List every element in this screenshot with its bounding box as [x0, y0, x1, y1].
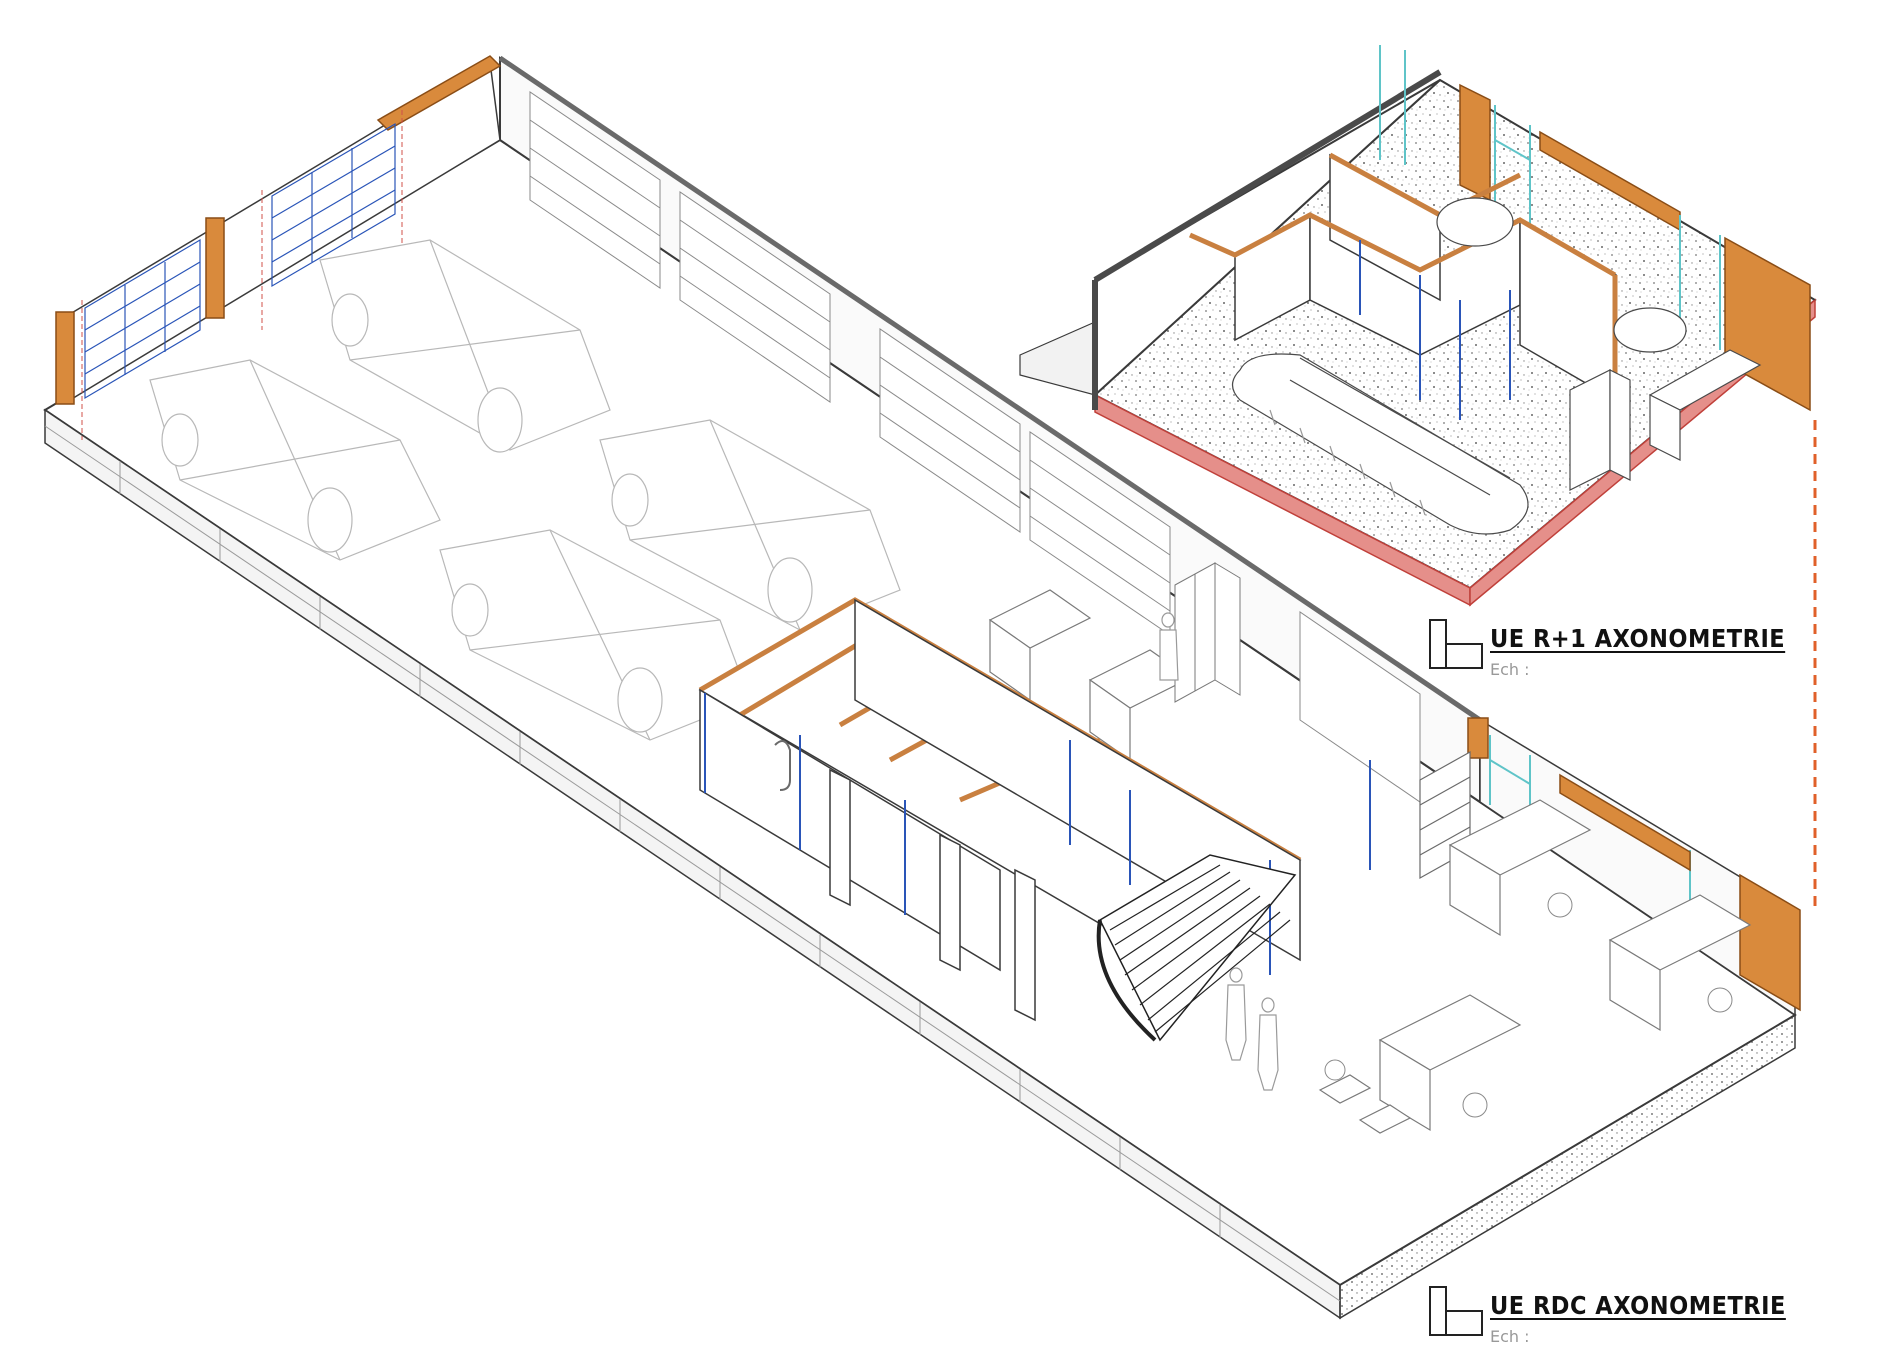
garage-door-right	[271, 122, 396, 288]
view-scale-label: Ech :	[1490, 660, 1530, 679]
rdc-slab-side-face	[1339, 1013, 1796, 1320]
vehicle-2	[319, 239, 611, 453]
garage-door-left	[84, 238, 201, 400]
view-scale-label: Ech :	[1490, 1327, 1530, 1346]
rdc-axonometric	[43, 55, 1801, 1320]
rdc-foundation-courses	[44, 425, 1341, 1302]
r1-partitions	[1188, 152, 1618, 420]
round-tables	[1436, 197, 1687, 353]
vehicles	[149, 239, 901, 741]
staircase	[1096, 854, 1297, 1042]
meeting-table	[1231, 353, 1529, 535]
view-label-r1: UE R+1 AXONOMETRIE Ech :	[1428, 618, 1808, 688]
garage-end-wall	[55, 55, 502, 440]
r1-axonometric	[1019, 45, 1817, 607]
storage-racks	[529, 91, 1421, 803]
people-figures	[1159, 612, 1279, 1091]
r1-cabinets	[1569, 349, 1762, 491]
vehicle-3	[439, 529, 751, 741]
office-zone	[1318, 717, 1801, 1134]
view-title: UE R+1 AXONOMETRIE	[1490, 624, 1786, 653]
view-title: UE RDC AXONOMETRIE	[1490, 1291, 1786, 1320]
office-desks	[1318, 799, 1752, 1134]
vehicle-1	[149, 359, 441, 561]
view-reference-mark-icon	[1429, 1286, 1483, 1336]
view-reference-mark-icon	[1429, 619, 1483, 669]
office-chairs	[1324, 892, 1733, 1118]
view-label-rdc: UE RDC AXONOMETRIE Ech :	[1428, 1285, 1808, 1355]
lockers	[1174, 562, 1241, 703]
room-block	[698, 597, 1371, 1022]
vehicle-4	[599, 419, 901, 631]
